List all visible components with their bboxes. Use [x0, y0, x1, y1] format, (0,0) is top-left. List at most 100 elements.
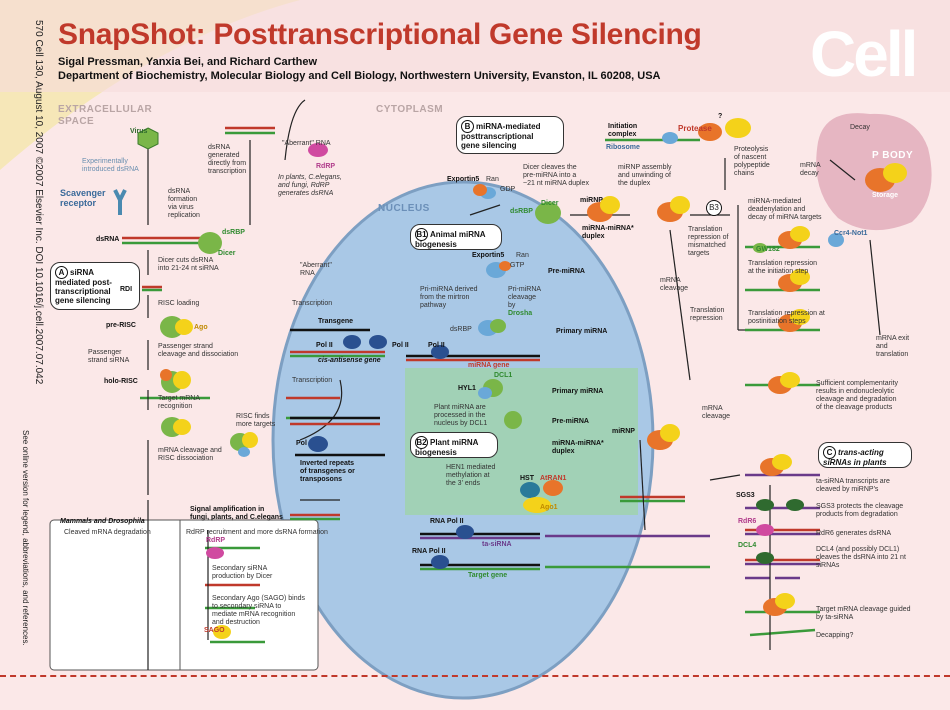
arrows-left — [147, 99, 343, 670]
risc-finds-label: RISC finds more targets — [236, 413, 276, 429]
ribosome-icon — [662, 132, 678, 144]
scavenger-label: Scavenger receptor — [60, 188, 106, 209]
passenger-label: Passenger strand siRNA — [88, 349, 130, 365]
signal-amp-label: Signal amplification in fungi, plants, a… — [190, 506, 283, 522]
inverted-label: Inverted repeats of transgenes or transp… — [300, 460, 355, 484]
pol2b-label: Pol II — [392, 342, 409, 349]
trans-repress-mis-label: Translation repression of mismatched tar… — [688, 226, 729, 258]
hst-icon — [520, 482, 540, 498]
dcl4-text-label: DCL4 (and possibly DCL1) cleaves the dsR… — [816, 546, 906, 570]
pri-cleavage-label: Pri-miRNA cleavage by — [508, 286, 542, 310]
pol-icon — [308, 436, 328, 452]
risc-loading-label: RISC loading — [158, 300, 200, 307]
pol2-label: Pol II — [428, 342, 445, 349]
citation-sidebar: 570 Cell 130, August 10, 2007 ©2007 Else… — [33, 20, 44, 385]
pol2a-label: Pol II — [316, 342, 333, 349]
hyl1-label: HYL1 — [458, 385, 476, 392]
passenger-cleave-label: Passenger strand cleavage and dissociati… — [158, 343, 239, 359]
mirnp2-label: miRNP — [612, 428, 635, 435]
sufficient-label: Sufficient complementarity results in en… — [816, 380, 898, 412]
deadenyl-label: miRNA-mediated deadenylation and decay o… — [748, 198, 822, 222]
cis-antisense-label: cis-antisense gene — [318, 357, 381, 364]
ran-label: Ran — [516, 252, 529, 259]
online-note: See online version for legend, abbreviat… — [21, 430, 30, 646]
pre-mirna-label: Pre-miRNA — [548, 268, 585, 275]
pre-risc-label: pre-RISC — [106, 322, 136, 329]
rna-pol2-icon-b — [431, 555, 449, 569]
ago1-label: Ago1 — [540, 504, 558, 511]
tasirna-cleaved-label: ta-siRNA transcripts are cleaved by miRN… — [816, 478, 890, 494]
gw182-label: GW182 — [756, 246, 780, 253]
mrna-cleavage-label: mRNA cleavage — [660, 277, 689, 293]
dsrbp-label: dsRBP — [222, 229, 245, 236]
secondary-ago-label: Secondary Ago (SAGO) binds to secondary … — [212, 595, 305, 627]
mirnp-label: miRNP — [580, 197, 603, 204]
ran-cyto-label: Ran — [486, 176, 499, 183]
authors: Sigal Pressman, Yanxia Bei, and Richard … — [58, 56, 318, 68]
pol2-icon-c — [431, 345, 449, 359]
hst-label: HST — [520, 475, 534, 482]
rdi-label: RDI — [120, 286, 133, 293]
dicer-cleaves-label: Dicer cleaves the pre-miRNA into a ~21 n… — [523, 164, 589, 188]
transgene-label: Transgene — [318, 318, 354, 325]
dcl1-label: DCL1 — [494, 372, 513, 379]
page-title: SnapShot: Posttranscriptional Gene Silen… — [58, 18, 702, 51]
target-guided-label: Target mRNA cleavage guided by ta-siRNA — [816, 606, 911, 622]
rdr6-icon — [756, 524, 774, 536]
rdrp-label: RdRP — [206, 537, 226, 544]
pol2-icon-a — [343, 335, 361, 349]
department: Department of Biochemistry, Molecular Bi… — [58, 70, 661, 82]
aberrant-rna2-label: "Aberrant" RNA — [300, 262, 332, 278]
dsrna-formation-label: dsRNA formation via virus replication — [168, 188, 200, 220]
cleave-diss-label: mRNA cleavage and RISC dissociation — [158, 447, 222, 463]
dcl4-label: DCL4 — [738, 542, 757, 549]
rdrp-text-label: In plants, C.elegans, and fungi, RdRP ge… — [278, 174, 342, 198]
transcription2-label: Transcription — [292, 377, 333, 384]
dcl4-icon — [756, 552, 774, 564]
cell-logo: Cell — [810, 18, 918, 90]
mrna-exit-label: mRNA exit and translation — [876, 335, 910, 359]
ta-sirna-label: ta-siRNA — [482, 541, 512, 548]
duplex-label: miRNA-miRNA* duplex — [582, 225, 634, 241]
ccr4-label: Ccr4-Not1 — [834, 230, 868, 237]
rdr6-label: RdR6 — [738, 518, 757, 525]
virus-label: Virus — [130, 128, 148, 135]
mirna-duplex-label: miRNA-miRNA* duplex — [552, 440, 604, 456]
mrna-decay-label: mRNA decay — [800, 162, 821, 178]
sago-label: SAGO — [204, 627, 225, 634]
secondary-sirna-label: Secondary siRNA production by Dicer — [212, 565, 273, 581]
question-mark: ? — [718, 113, 723, 120]
rna-strands-left — [122, 126, 340, 644]
exportin5-cyto-label: Exportin5 — [447, 176, 480, 183]
dicer-icon — [198, 232, 222, 254]
primary-mirna2-label: Primary miRNA — [552, 388, 604, 395]
gtp-label: GTP — [510, 262, 525, 269]
dsrbp-cyto-label: dsRBP — [510, 208, 533, 215]
transcription-label: Transcription — [292, 300, 333, 307]
sago-icon — [213, 625, 231, 639]
mirna-gene-label: miRNA gene — [468, 362, 510, 369]
rdrp-icon — [308, 143, 328, 157]
dicer-cuts-label: Dicer cuts dsRNA into 21-24 nt siRNA — [158, 257, 219, 273]
plant-region — [405, 368, 638, 515]
dicer-cyto-icon — [535, 202, 561, 224]
aberrant-rna-label: "Aberrant" RNA — [282, 140, 331, 147]
decay-label: Decay — [850, 124, 870, 131]
virus-icon — [137, 127, 159, 150]
bottom-dashed-divider — [0, 675, 950, 677]
nucleus-label: NUCLEUS — [378, 203, 430, 214]
section-b3-badge: B3 — [706, 197, 724, 216]
rna-pol2b-label: RNA Pol II — [412, 548, 446, 555]
drosha-label: Drosha — [508, 310, 533, 317]
pbody-label: P BODY — [872, 150, 914, 161]
hen1-label: HEN1 mediated methylation at the 3' ends — [446, 464, 496, 488]
dsrbp2-label: dsRBP — [450, 326, 472, 333]
ribosome-label: Ribosome — [606, 144, 640, 151]
exportin5-label: Exportin5 — [472, 252, 505, 259]
rna-pol2a-label: RNA Pol II — [430, 518, 464, 525]
